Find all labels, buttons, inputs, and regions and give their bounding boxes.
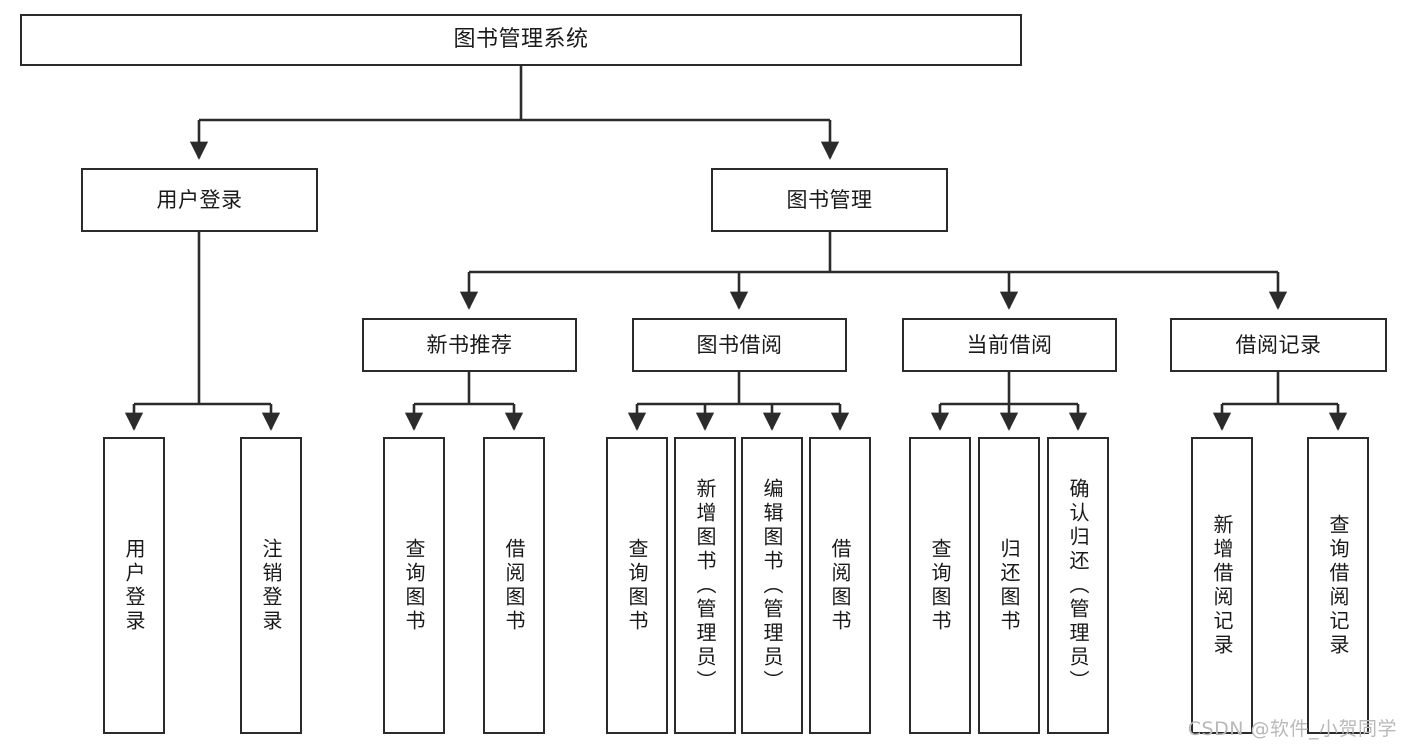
leaf-user-login-login[interactable]: 用户登录 bbox=[103, 437, 165, 734]
node-label: 图书借阅 bbox=[696, 332, 783, 357]
node-label: 确认归还（管理员） bbox=[1066, 477, 1090, 694]
node-label: 查询图书 bbox=[928, 537, 952, 634]
leaf-borrow-record-query-record[interactable]: 查询借阅记录 bbox=[1307, 437, 1369, 734]
leaf-current-borrow-query-book[interactable]: 查询图书 bbox=[909, 437, 971, 734]
node-book-borrow[interactable]: 图书借阅 bbox=[632, 318, 847, 372]
node-label: 新增图书（管理员） bbox=[693, 477, 717, 694]
node-root-book-management-system[interactable]: 图书管理系统 bbox=[20, 14, 1022, 66]
leaf-book-borrow-edit-book-admin[interactable]: 编辑图书（管理员） bbox=[741, 437, 803, 734]
node-label: 借阅图书 bbox=[828, 537, 852, 634]
leaf-new-book-borrow-book[interactable]: 借阅图书 bbox=[483, 437, 545, 734]
leaf-current-borrow-return-book[interactable]: 归还图书 bbox=[978, 437, 1040, 734]
leaf-user-login-logout[interactable]: 注销登录 bbox=[240, 437, 302, 734]
node-book-management[interactable]: 图书管理 bbox=[711, 168, 948, 232]
node-label: 图书管理 bbox=[786, 187, 873, 212]
node-label: 新书推荐 bbox=[426, 332, 513, 357]
node-user-login[interactable]: 用户登录 bbox=[81, 168, 318, 232]
node-label: 注销登录 bbox=[259, 537, 283, 634]
leaf-new-book-query-book[interactable]: 查询图书 bbox=[383, 437, 445, 734]
node-new-book-recommend[interactable]: 新书推荐 bbox=[362, 318, 577, 372]
leaf-book-borrow-borrow-book[interactable]: 借阅图书 bbox=[809, 437, 871, 734]
node-label: 当前借阅 bbox=[966, 332, 1053, 357]
node-label: 编辑图书（管理员） bbox=[760, 477, 784, 694]
node-current-borrow[interactable]: 当前借阅 bbox=[902, 318, 1117, 372]
node-label: 借阅记录 bbox=[1235, 332, 1322, 357]
node-label: 查询图书 bbox=[625, 537, 649, 634]
leaf-borrow-record-add-record[interactable]: 新增借阅记录 bbox=[1191, 437, 1253, 734]
node-borrow-record[interactable]: 借阅记录 bbox=[1170, 318, 1387, 372]
node-label: 借阅图书 bbox=[502, 537, 526, 634]
node-label: 查询图书 bbox=[402, 537, 426, 634]
node-label: 用户登录 bbox=[156, 187, 243, 212]
node-label: 查询借阅记录 bbox=[1326, 513, 1350, 658]
node-label: 图书管理系统 bbox=[453, 27, 589, 53]
leaf-current-borrow-confirm-return-admin[interactable]: 确认归还（管理员） bbox=[1047, 437, 1109, 734]
leaf-book-borrow-query-book[interactable]: 查询图书 bbox=[606, 437, 668, 734]
node-label: 归还图书 bbox=[997, 537, 1021, 634]
leaf-book-borrow-add-book-admin[interactable]: 新增图书（管理员） bbox=[674, 437, 736, 734]
node-label: 新增借阅记录 bbox=[1210, 513, 1234, 658]
node-label: 用户登录 bbox=[122, 537, 146, 634]
csdn-watermark: CSDN @软件_小贺同学 bbox=[1187, 718, 1397, 740]
